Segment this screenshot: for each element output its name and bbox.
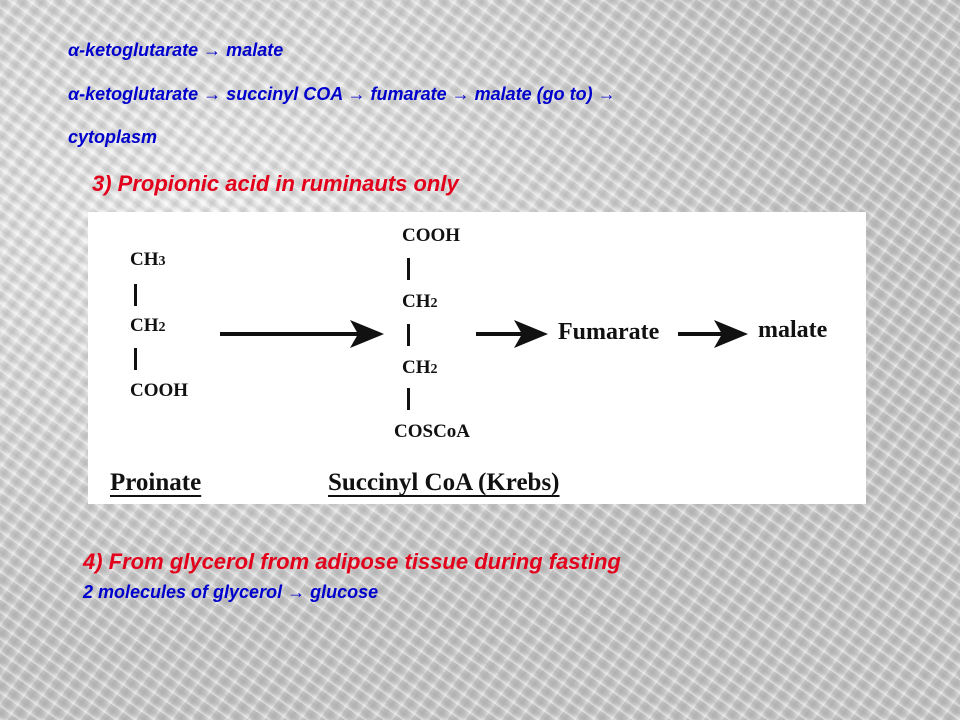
succinyl-group-2: CH2 [402,291,438,312]
arrow-fumarate-to-malate [678,320,748,348]
heading-propionic-acid: 3) Propionic acid in ruminauts only [92,171,459,196]
text-line-glycerol: 2 molecules of glycerol → glucose [83,582,379,602]
heading-glycerol: 4) From glycerol from adipose tissue dur… [83,549,621,574]
bond-line [134,348,137,370]
text-line-1: α-ketoglutarate → malate [68,40,284,60]
arrow-propionate-to-succinyl [220,320,384,348]
bond-line [407,258,410,280]
succinyl-group-3: CH2 [402,357,438,378]
bond-line [407,388,410,410]
bond-line [407,324,410,346]
propionate-group-2: CH2 [130,315,166,336]
fumarate-label: Fumarate [558,319,660,345]
arrow-succinyl-to-fumarate [476,320,548,348]
propionate-caption: Proinate [110,469,202,496]
succinyl-caption: Succinyl CoA (Krebs) [328,469,560,496]
malate-label: malate [758,317,828,343]
text-line-3: cytoplasm [68,127,158,147]
succinyl-group-4: COSCoA [394,421,471,442]
propionate-group-1: CH3 [130,249,166,270]
arrows-svg [220,320,748,348]
propionate-pathway-diagram: CH3 CH2 COOH COOH CH2 CH2 COSCoA Fumarat… [88,212,866,504]
bond-line [134,284,137,306]
propionate-group-3: COOH [130,380,189,401]
succinyl-group-1: COOH [402,225,461,246]
text-line-2: α-ketoglutarate → succinyl COA → fumarat… [68,84,616,104]
